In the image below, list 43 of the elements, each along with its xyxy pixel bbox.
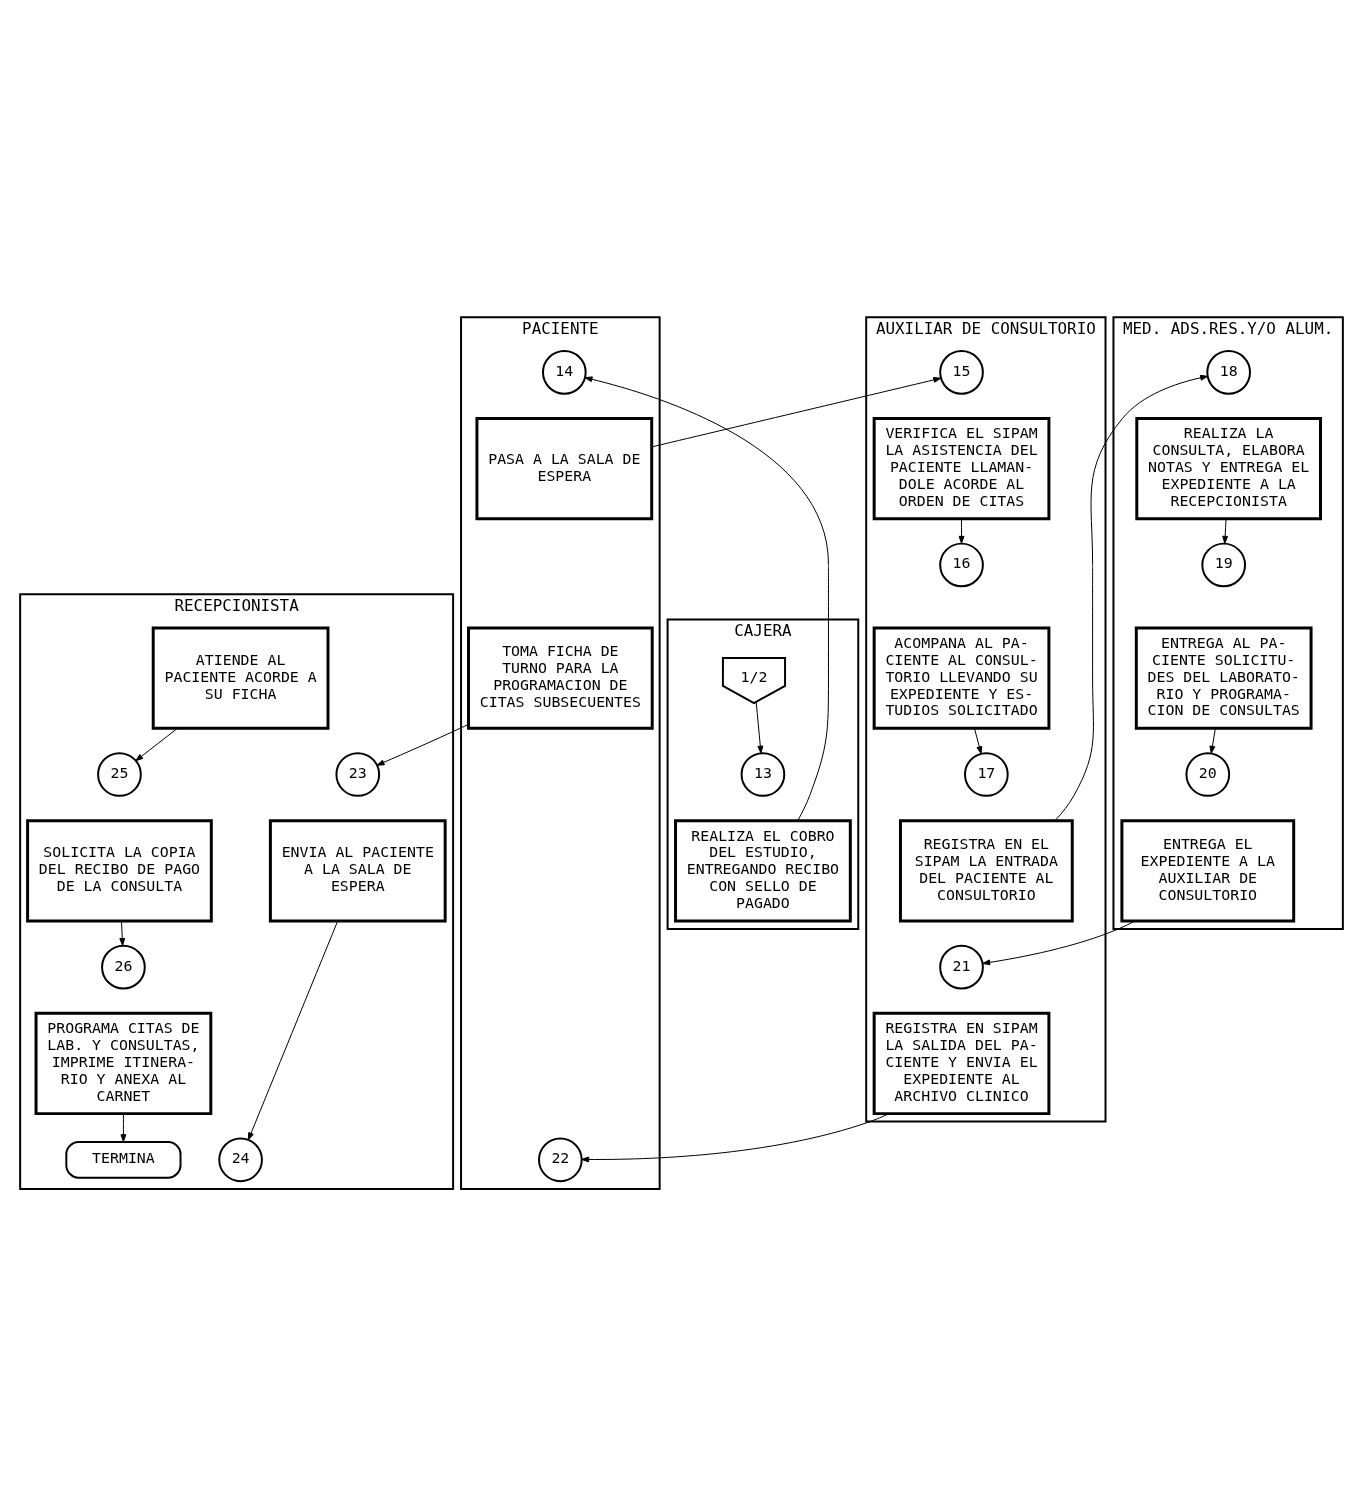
- node-box: ACOMPANA AL PA- CIENTE AL CONSUL- TORIO LLEVANDO SU EXPEDIENTE Y ES- TUDIOS SOLICITADO: [872, 626, 1051, 730]
- node-circle: 22: [538, 1137, 583, 1183]
- arrow: [958, 518, 965, 544]
- arrow: [1222, 518, 1229, 544]
- arrow: [974, 728, 983, 755]
- node-circle: 14: [541, 350, 587, 395]
- node-box: ENTREGA EL EXPEDIENTE A LA AUXILIAR DE CONSULTORIO: [1120, 819, 1296, 923]
- node-box: PROGRAMA CITAS DE LAB. Y CONSULTAS, IMPRIME ITINERA- RIO Y ANEXA AL CARNET: [34, 1011, 213, 1116]
- node-circle: 24: [218, 1137, 263, 1183]
- arrow: [581, 1113, 890, 1163]
- node-circle: 20: [1185, 752, 1231, 797]
- arrow: [982, 920, 1136, 966]
- arrow: [651, 377, 942, 448]
- node-circle: 15: [939, 350, 984, 395]
- arrow: [1054, 374, 1209, 821]
- node-circle: 18: [1206, 350, 1251, 395]
- node-box: REGISTRA EN EL SIPAM LA ENTRADA DEL PACIENTE AL CONSULTORIO: [898, 819, 1074, 923]
- arrow: [120, 1113, 127, 1143]
- node-box: TERMINA: [65, 1140, 182, 1179]
- arrow: [1209, 728, 1216, 754]
- node-box: ENTREGA AL PA- CIENTE SOLICITU- DES DEL LABORATO- RIO Y PROGRAMA- CION DE CONSULTAS: [1134, 626, 1313, 730]
- node-box: PASA A LA SALA DE ESPERA: [475, 417, 654, 521]
- node-circle: 23: [335, 752, 381, 797]
- node-box: VERIFICA EL SIPAM LA ASISTENCIA DEL PACIENTE LLAMAN- DOLE ACORDE AL ORDEN DE CITAS: [872, 417, 1051, 521]
- node-box: ENVIA AL PACIENTE A LA SALA DE ESPERA: [268, 819, 447, 923]
- node-box: REALIZA EL COBRO DEL ESTUDIO, ENTREGANDO RECIBO CON SELLO DE PAGADO: [674, 819, 852, 923]
- node-box: ATIENDE AL PACIENTE ACORDE A SU FICHA: [151, 626, 330, 730]
- arrow: [584, 376, 829, 821]
- node-circle: 16: [939, 542, 984, 588]
- arrow: [376, 723, 469, 766]
- node-box: REGISTRA EN SIPAM LA SALIDA DEL PA- CIENTE Y ENVIA EL EXPEDIENTE AL ARCHIVO CLINICO: [872, 1011, 1051, 1116]
- node-circle: 19: [1201, 542, 1247, 588]
- node-circle: 13: [740, 752, 786, 797]
- node-circle: 21: [939, 944, 984, 990]
- node-box: SOLICITA LA COPIA DEL RECIBO DE PAGO DE LA CONSULTA: [26, 819, 213, 923]
- node-box: REALIZA LA CONSULTA, ELABORA NOTAS Y ENTREGA EL EXPEDIENTE A LA RECEPCIONISTA: [1135, 417, 1322, 521]
- arrow: [755, 701, 764, 754]
- arrow: [135, 728, 178, 762]
- node-circle: 17: [964, 752, 1009, 797]
- node-circle: 26: [101, 944, 146, 990]
- node-box: TOMA FICHA DE TURNO PARA LA PROGRAMACION DE CITAS SUBSECUENTES: [467, 626, 654, 730]
- arrow: [119, 920, 126, 946]
- arrow: [247, 920, 339, 1141]
